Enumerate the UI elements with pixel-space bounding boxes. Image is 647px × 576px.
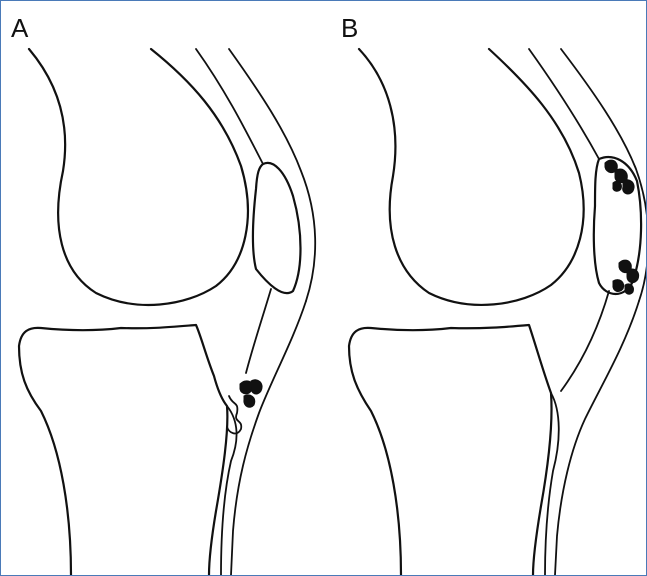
bone-fragment-b3	[623, 180, 634, 194]
tibia-b	[349, 325, 552, 575]
quadriceps-tendon-b	[529, 49, 599, 159]
quadriceps-tendon-a	[196, 49, 263, 164]
bone-fragment-b8	[625, 284, 634, 294]
panel-a-drawing	[19, 49, 315, 575]
femur-b	[359, 49, 584, 305]
fragment-outline-a	[227, 396, 241, 433]
femur-a	[29, 49, 248, 305]
skin-line-lower-b	[555, 301, 639, 575]
bone-fragment-a3	[244, 395, 255, 407]
skin-line-lower-a	[231, 301, 306, 575]
bone-fragment-b7	[613, 280, 624, 292]
patellar-tendon-a	[246, 289, 271, 373]
tibia-a	[19, 325, 227, 575]
patellar-tendon-b	[561, 291, 609, 391]
bone-fragment-b4	[613, 181, 622, 191]
panel-b-drawing	[349, 49, 646, 575]
patella-a	[253, 163, 301, 293]
bone-fragment-a2	[251, 380, 262, 394]
skin-line-upper-a	[229, 49, 315, 301]
bone-fragment-b6	[627, 269, 639, 283]
